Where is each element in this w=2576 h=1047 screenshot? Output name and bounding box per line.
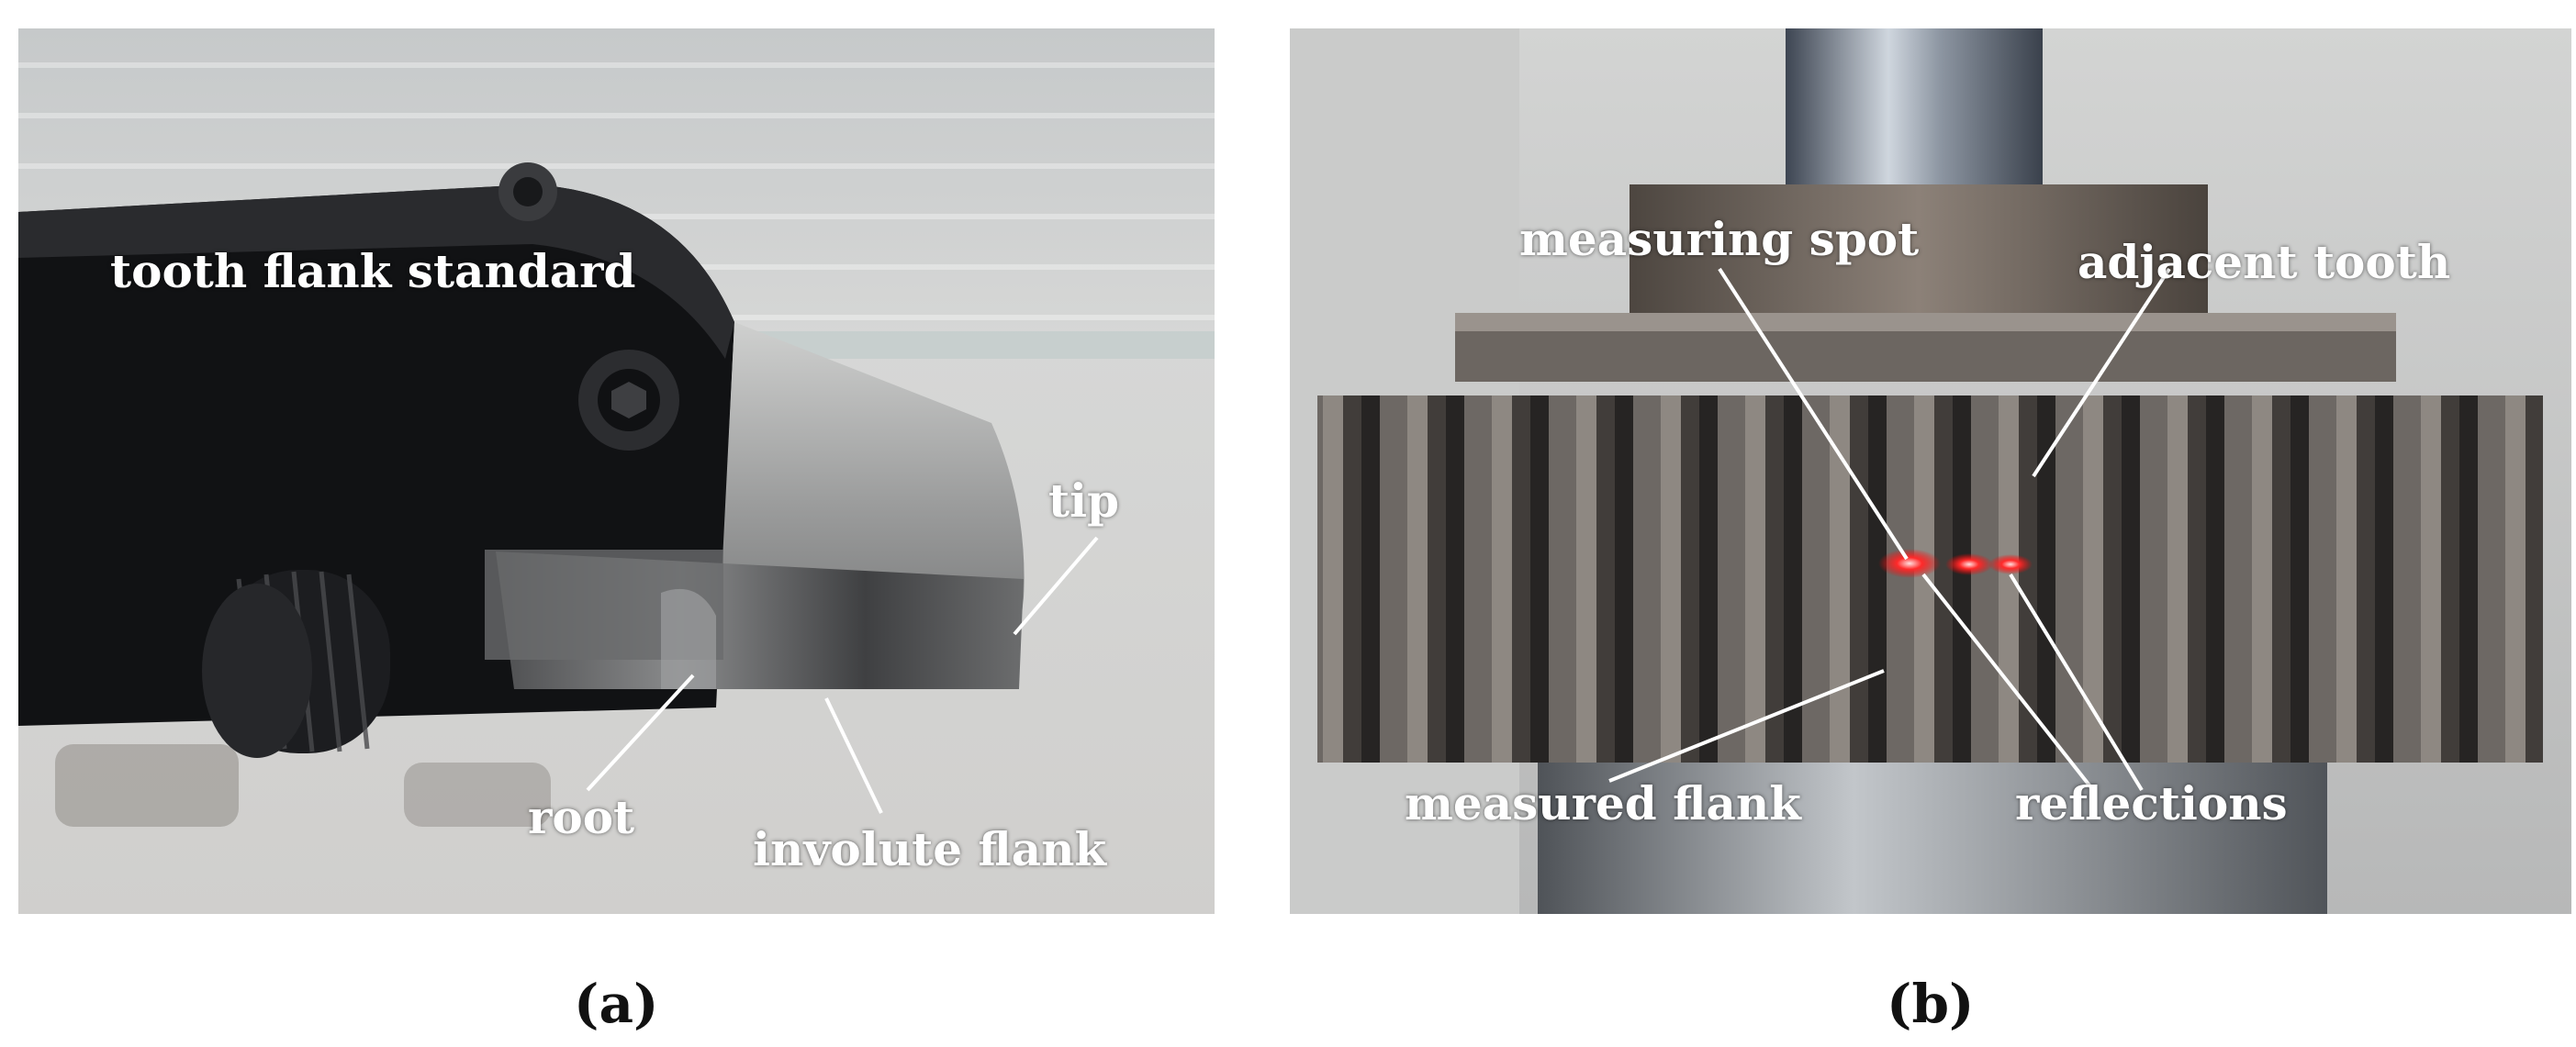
- label-tooth-flank-standard: tooth flank standard: [110, 244, 636, 298]
- caption-b: (b): [1887, 973, 1975, 1035]
- label-measured-flank: measured flank: [1405, 776, 1801, 830]
- label-reflections: reflections: [2015, 776, 2288, 830]
- caption-a: (a): [574, 973, 659, 1035]
- label-root: root: [528, 790, 635, 844]
- label-involute-flank: involute flank: [753, 822, 1107, 876]
- label-measuring-spot: measuring spot: [1519, 212, 1920, 266]
- tooth-flank-standard-photo: [18, 28, 1215, 914]
- label-tip: tip: [1048, 473, 1120, 528]
- label-adjacent-tooth: adjacent tooth: [2078, 235, 2451, 289]
- photo-panel-b: measuring spot adjacent tooth measured f…: [1290, 28, 2571, 914]
- gear-measurement-photo: [1290, 28, 2571, 914]
- photo-panel-a: tooth flank standard tip root involute f…: [18, 28, 1215, 914]
